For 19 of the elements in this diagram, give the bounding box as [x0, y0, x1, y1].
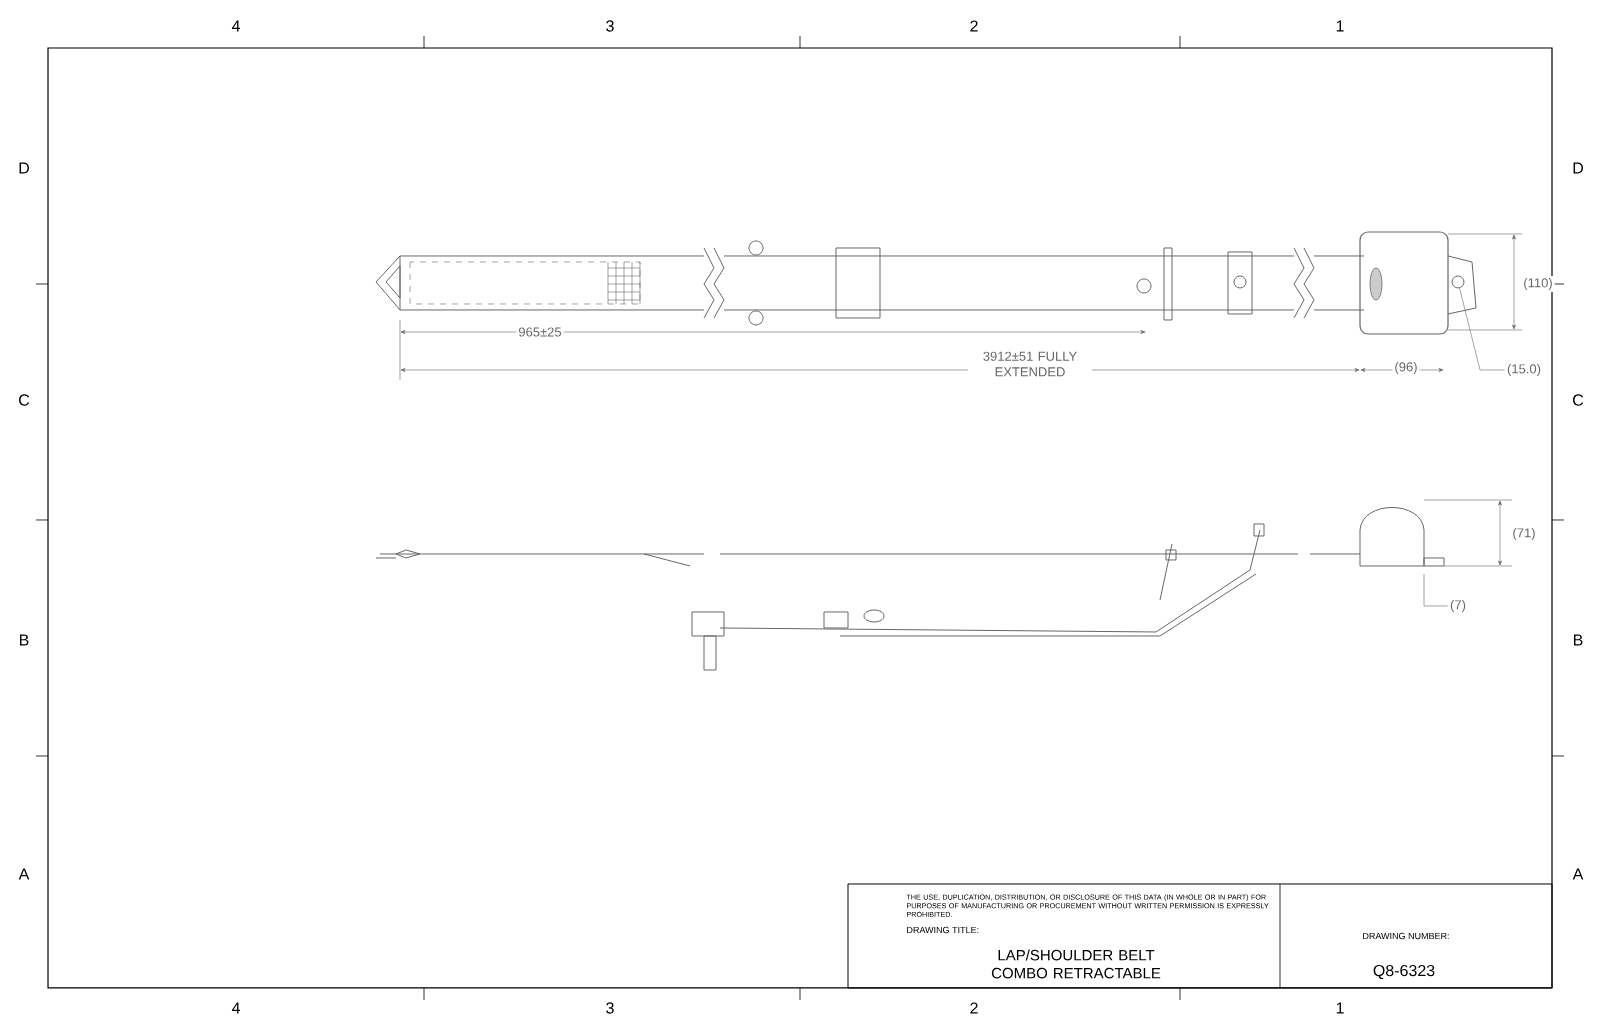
leader-line — [1459, 287, 1505, 371]
drawing-number: Q8-6323 — [1373, 964, 1435, 980]
zone-label: 3 — [606, 1002, 614, 1014]
zone-label: 3 — [606, 20, 614, 32]
zone-label: A — [1572, 868, 1584, 880]
zone-label: C — [1573, 394, 1584, 406]
zone-label: 4 — [231, 20, 240, 32]
zone-label: A — [18, 868, 30, 880]
zone-label: B — [1574, 634, 1583, 646]
zone-label: C — [19, 394, 30, 406]
zone-label: 1 — [1336, 1002, 1344, 1014]
zone-label: B — [20, 634, 29, 646]
zone-label: 4 — [231, 1002, 240, 1014]
zone-label: D — [1573, 162, 1583, 174]
zone-label: 2 — [970, 20, 978, 32]
leader-line — [1423, 573, 1448, 607]
zone-label: 2 — [970, 1002, 978, 1014]
zone-label: D — [19, 162, 30, 174]
zone-label: 1 — [1336, 20, 1344, 32]
